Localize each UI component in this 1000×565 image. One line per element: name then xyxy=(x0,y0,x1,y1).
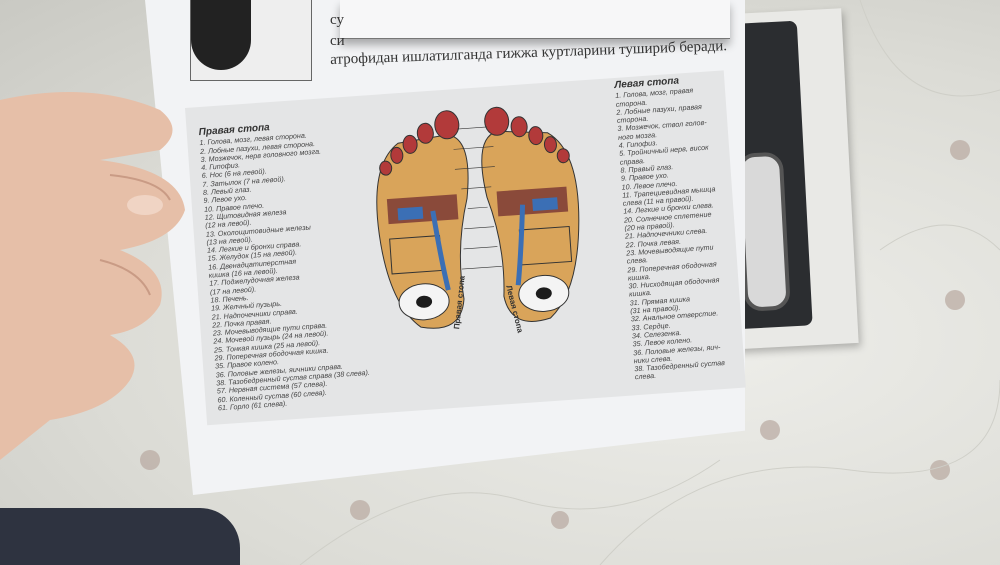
hand xyxy=(0,92,185,460)
overlapping-sheet xyxy=(340,0,730,39)
text-fragment: су xyxy=(330,12,344,28)
connector-lines xyxy=(453,126,502,270)
text-fragment: си xyxy=(330,33,345,49)
foot-reflexology-chart: Правая стопа 1. Голова, мозг, левая стор… xyxy=(185,70,746,426)
nozzle-image xyxy=(191,0,251,70)
right-foot xyxy=(376,110,469,329)
product-photo xyxy=(190,0,312,81)
sleeve xyxy=(0,508,240,565)
left-foot xyxy=(481,106,580,322)
feet-diagram: Правая стопа Левая стопа xyxy=(376,106,580,334)
